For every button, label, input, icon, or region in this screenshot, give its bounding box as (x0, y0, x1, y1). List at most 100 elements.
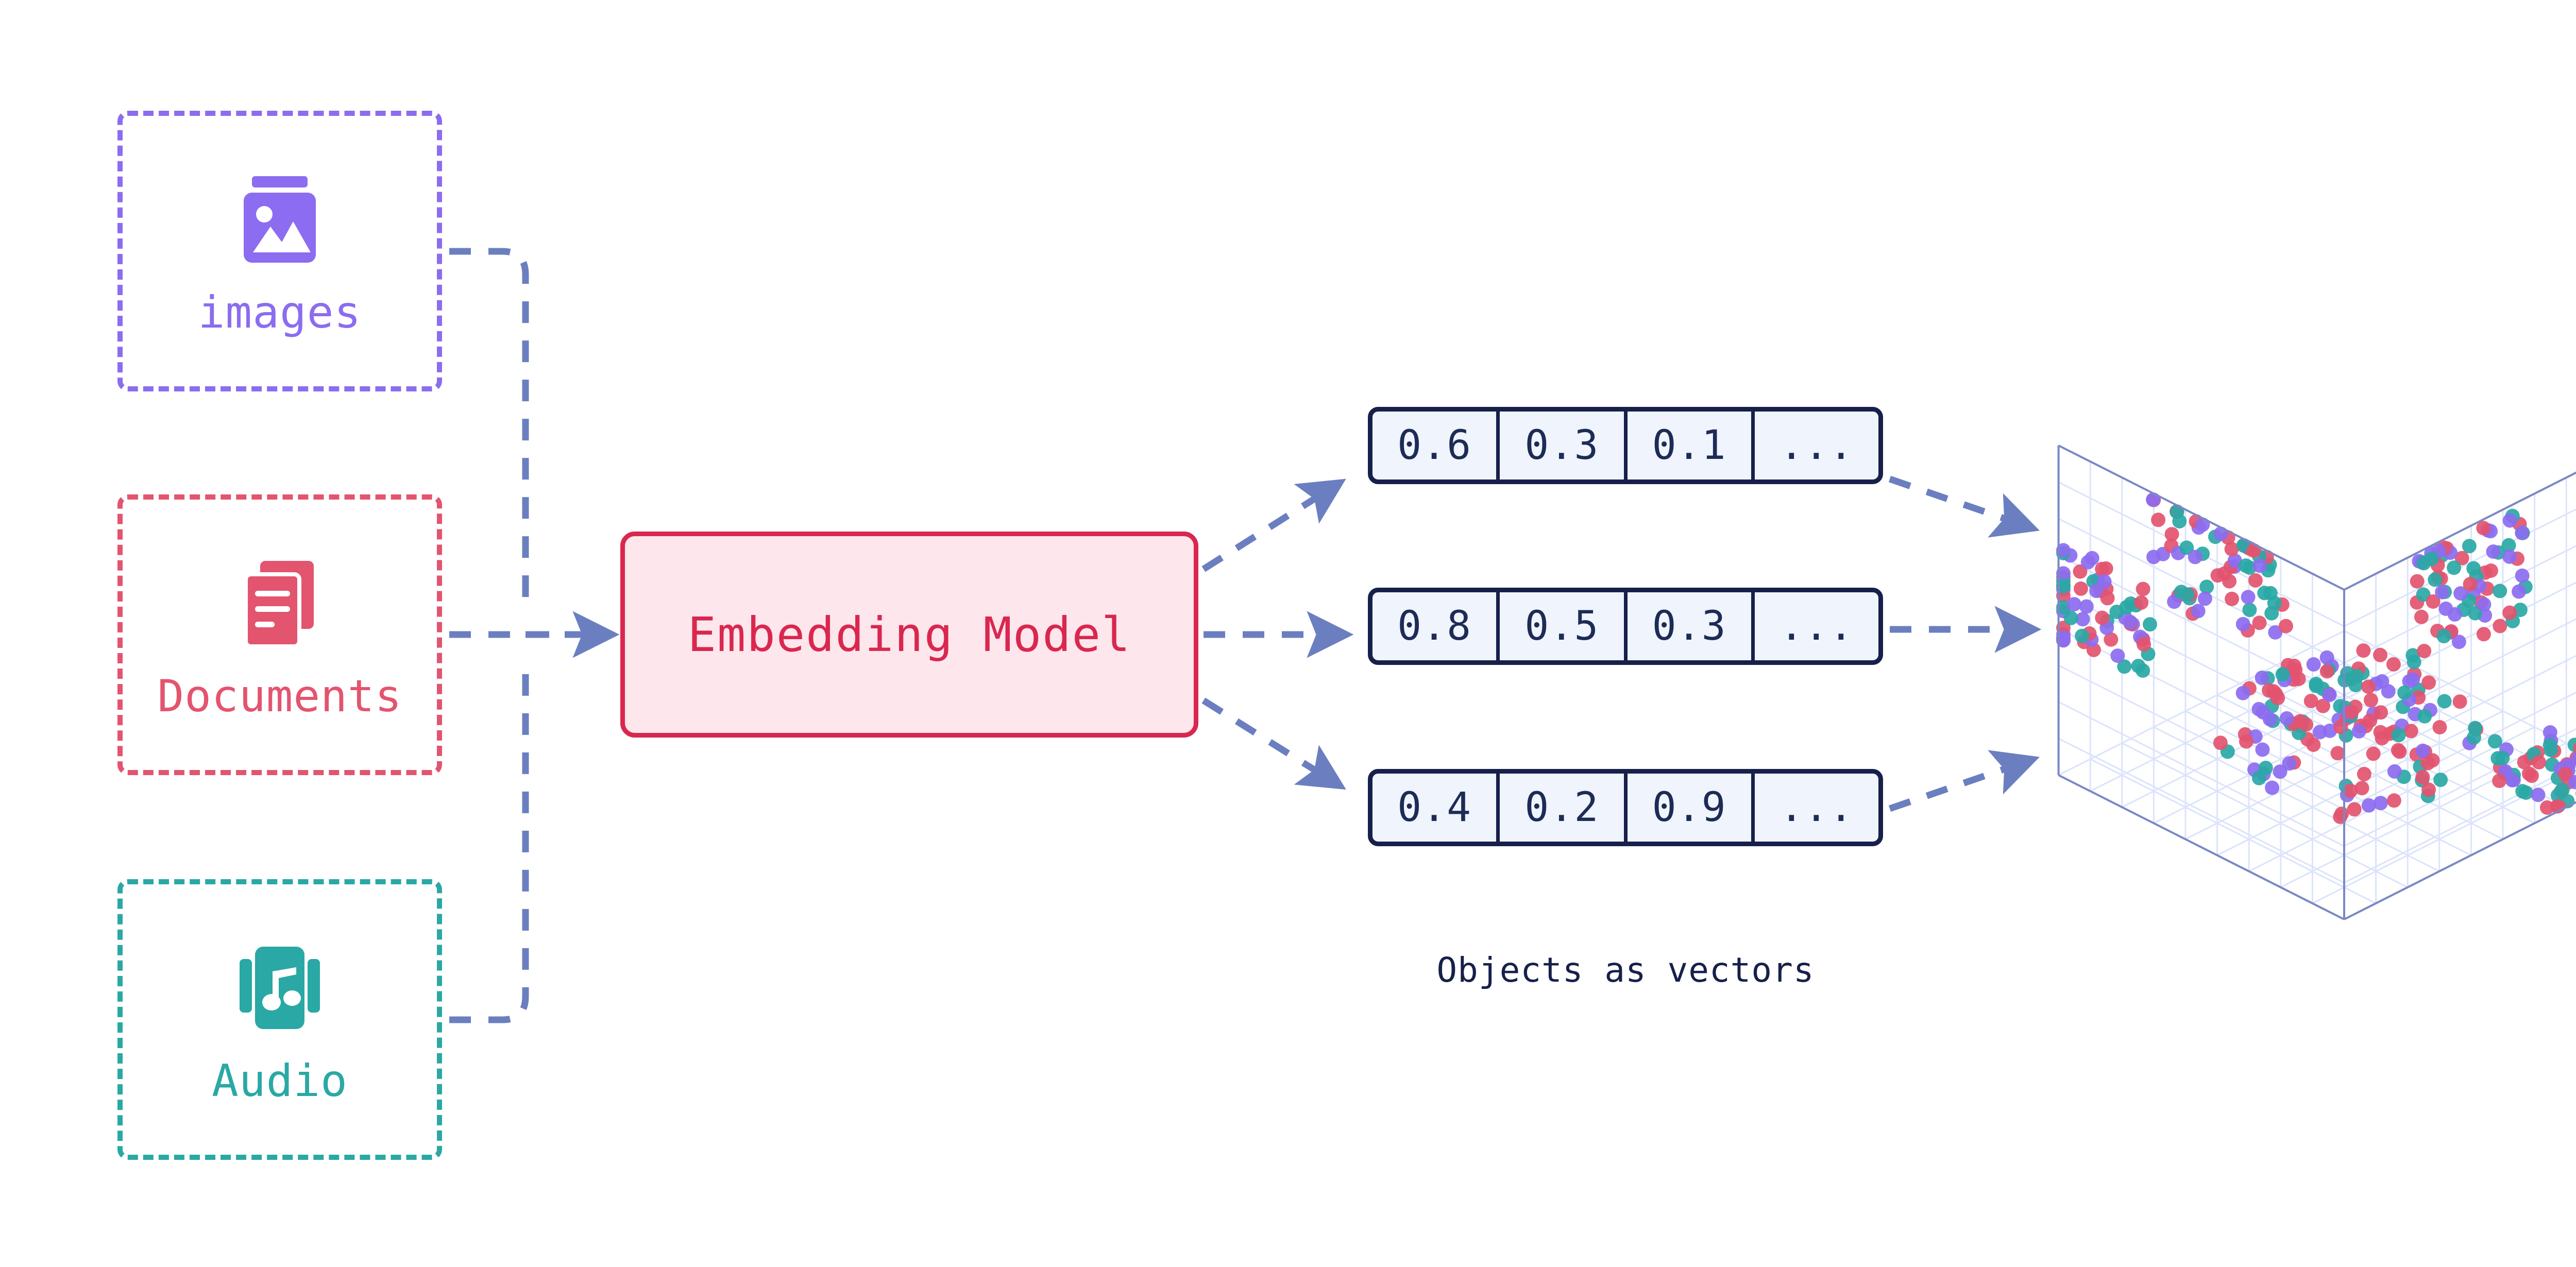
vector-cell-ellipsis: ... (1779, 603, 1854, 649)
scatter-point (2356, 643, 2371, 658)
scatter-point (2282, 756, 2297, 771)
scatter-point (2123, 614, 2138, 629)
scatter-point (2515, 525, 2530, 540)
cube-scatter-points (2056, 492, 2576, 824)
scatter-point (2433, 773, 2448, 787)
scatter-point (2316, 698, 2330, 713)
scatter-point (2515, 784, 2530, 799)
scatter-point (2097, 574, 2112, 589)
scatter-point (2319, 664, 2334, 679)
embedding-model-box[interactable]: Embedding Model (620, 532, 1198, 738)
vector-cell: 0.1 (1628, 412, 1755, 480)
scatter-point (2117, 659, 2132, 674)
scatter-point (2343, 783, 2358, 798)
audio-icon (240, 946, 320, 1029)
vector-cell: 0.3 (1628, 592, 1755, 660)
scatter-point (2357, 766, 2371, 781)
scatter-point (2366, 746, 2381, 761)
vector-cell-ellipsis: ... (1779, 784, 1854, 831)
scatter-point (2492, 774, 2507, 789)
scatter-point (2502, 513, 2517, 528)
scatter-point (2502, 605, 2517, 620)
vector-cell: 0.8 (1372, 592, 1500, 660)
documents-icon (244, 560, 314, 648)
scatter-point (2495, 750, 2510, 765)
source-label-documents: Documents (157, 670, 402, 722)
scatter-point (2363, 713, 2378, 728)
scatter-point (2134, 595, 2149, 610)
embedding-model-label: Embedding Model (687, 607, 1131, 662)
scatter-point (2225, 591, 2240, 606)
scatter-point (2056, 621, 2071, 635)
scatter-point (2309, 678, 2324, 693)
scatter-point (2056, 600, 2071, 615)
vector-space-cube (1999, 234, 2576, 1022)
scatter-point (2531, 787, 2546, 802)
scatter-point (2466, 561, 2481, 576)
scatter-point (2447, 560, 2462, 575)
scatter-point (2451, 635, 2466, 649)
scatter-point (2299, 717, 2314, 732)
scatter-point (2224, 542, 2239, 556)
scatter-point (2137, 637, 2151, 652)
scatter-point (2476, 521, 2491, 536)
scatter-point (2391, 728, 2406, 743)
scatter-point (2235, 617, 2250, 631)
vector-row[interactable]: 0.4 0.2 0.9 ... (1368, 769, 1883, 846)
scatter-point (2256, 705, 2270, 720)
scatter-point (2213, 735, 2228, 750)
scatter-point (2151, 512, 2166, 527)
scatter-point (2251, 771, 2266, 785)
scatter-point (2571, 751, 2576, 765)
scatter-point (2180, 587, 2195, 602)
scatter-point (2477, 597, 2492, 612)
scatter-point (2075, 612, 2090, 627)
scatter-point (2246, 543, 2261, 558)
scatter-point (2195, 517, 2210, 532)
source-box-images[interactable]: images (117, 111, 442, 391)
scatter-point (2415, 743, 2430, 758)
scatter-point (2468, 606, 2483, 621)
scatter-point (2402, 674, 2417, 689)
scatter-point (2239, 558, 2253, 573)
vector-cell-ellipsis: ... (1779, 422, 1854, 469)
connector-audio-to-model (449, 658, 529, 1023)
scatter-point (2436, 629, 2451, 644)
scatter-point (2515, 568, 2530, 583)
scatter-point (2532, 755, 2546, 769)
source-box-documents[interactable]: Documents (117, 494, 442, 775)
scatter-point (2056, 543, 2071, 558)
scatter-point (2303, 694, 2318, 709)
scatter-point (2386, 793, 2401, 808)
scatter-point (2252, 558, 2267, 573)
scatter-point (2235, 686, 2250, 700)
vector-row[interactable]: 0.8 0.5 0.3 ... (1368, 588, 1883, 665)
scatter-point (2417, 709, 2432, 724)
scatter-point (2424, 551, 2439, 566)
scatter-point (2213, 526, 2228, 541)
scatter-point (2463, 577, 2478, 592)
scatter-point (2415, 769, 2430, 784)
vectors-caption: Objects as vectors (1436, 950, 1815, 990)
scatter-point (2197, 591, 2212, 606)
scatter-point (2266, 684, 2281, 699)
scatter-point (2136, 663, 2150, 678)
scatter-point (2075, 628, 2090, 643)
cube-edges (2057, 444, 2576, 920)
scatter-point (2100, 591, 2115, 606)
scatter-point (2375, 674, 2389, 689)
scatter-point (2199, 579, 2214, 594)
scatter-point (2268, 625, 2283, 640)
source-box-audio[interactable]: Audio (117, 879, 442, 1160)
scatter-point (2095, 561, 2110, 576)
scatter-point (2493, 619, 2507, 634)
scatter-point (2255, 670, 2269, 685)
scatter-point (2364, 693, 2378, 708)
scatter-point (2258, 761, 2273, 775)
vector-row[interactable]: 0.6 0.3 0.1 ... (1368, 407, 1883, 484)
scatter-point (2387, 764, 2402, 779)
scatter-point (2074, 581, 2088, 596)
scatter-point (2170, 504, 2184, 519)
source-label-audio: Audio (212, 1055, 348, 1107)
